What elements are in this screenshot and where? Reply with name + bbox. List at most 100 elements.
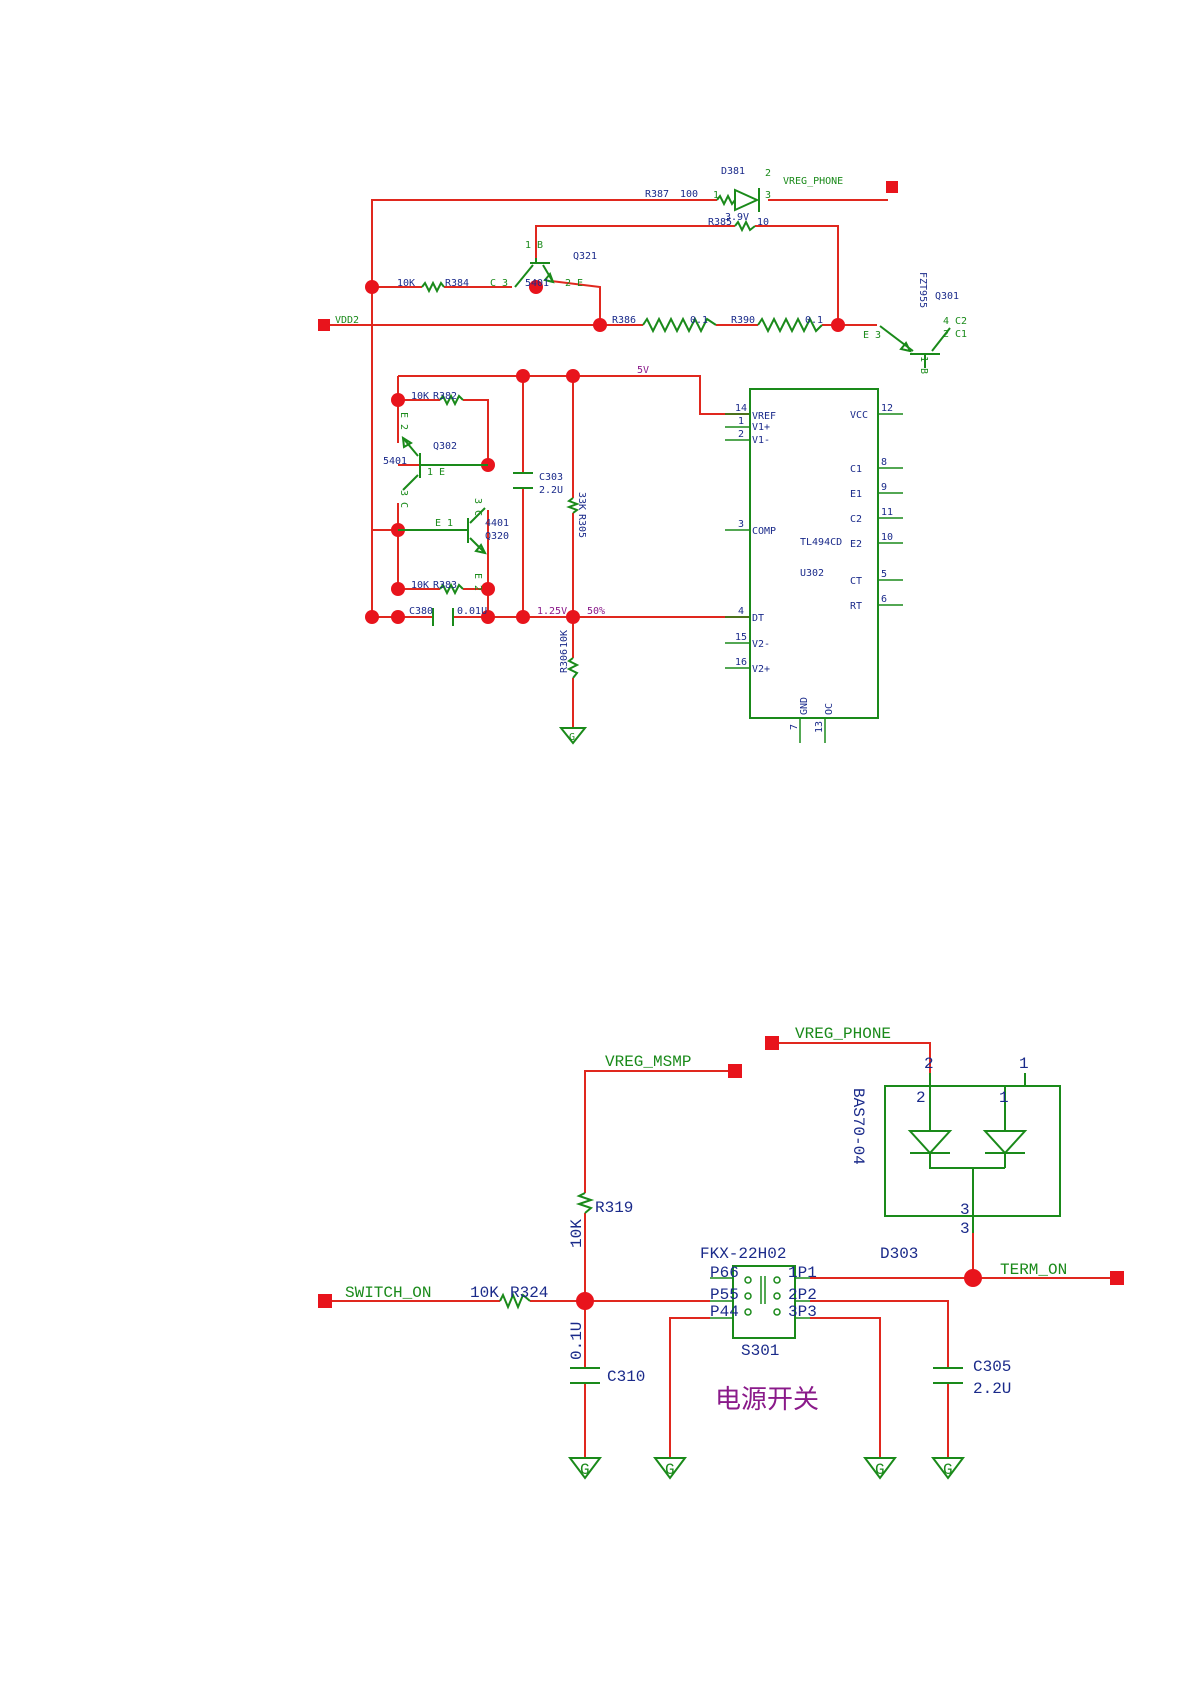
r319-value: 10K bbox=[568, 1219, 586, 1248]
pin-4-name: DT bbox=[752, 613, 764, 624]
r383-symbol bbox=[439, 582, 464, 596]
r306-value: 10K bbox=[559, 630, 570, 648]
schematic-2-canvas: VREG_PHONE VREG_MSMP SWITCH_ON TERM_ON B… bbox=[318, 1025, 1124, 1480]
r384-ref: R384 bbox=[445, 278, 469, 289]
pin-12-num: 12 bbox=[881, 403, 893, 414]
r390-value: 0.1 bbox=[805, 315, 823, 326]
pin-8-name: C1 bbox=[850, 464, 862, 475]
r386-ref: R386 bbox=[612, 315, 636, 326]
r387-ref: R387 bbox=[645, 189, 669, 200]
r385-symbol bbox=[734, 219, 756, 233]
vreg-msmp-label: VREG_MSMP bbox=[605, 1053, 691, 1071]
r305-ref: R305 bbox=[576, 514, 587, 538]
schematic-1-canvas: VDD2 VREG_PHONE D381 3.9V 1 3 2 R387 100… bbox=[318, 166, 967, 745]
q320-ref: Q320 bbox=[485, 531, 509, 542]
r383-value: 10K bbox=[411, 580, 429, 591]
pin-3-num: 3 bbox=[738, 519, 744, 530]
q301-symbol bbox=[879, 325, 951, 368]
vreg-msmp-port[interactable] bbox=[728, 1064, 742, 1078]
switch-on-label: SWITCH_ON bbox=[345, 1284, 431, 1302]
r387-value: 100 bbox=[680, 189, 698, 200]
u302-ic bbox=[725, 388, 903, 743]
pin-10-name: E2 bbox=[850, 539, 862, 550]
q321-symbol bbox=[514, 258, 555, 288]
c303-ref: C303 bbox=[539, 472, 563, 483]
term-on-port[interactable] bbox=[1110, 1271, 1124, 1285]
vreg-phone-port-2[interactable] bbox=[765, 1036, 779, 1050]
d303-ref: D303 bbox=[880, 1245, 918, 1263]
c310-ref: C310 bbox=[607, 1368, 645, 1386]
q302-pin-c: 3 C bbox=[398, 490, 409, 508]
q301-pin-c1: 2 C1 bbox=[943, 329, 967, 340]
pin-13-name: OC bbox=[824, 703, 835, 715]
pin-3-name: COMP bbox=[752, 526, 776, 537]
d303-symbol bbox=[884, 1073, 1061, 1233]
power-switch-caption: 电源开关 bbox=[715, 1385, 819, 1415]
r382-value: 10K bbox=[411, 391, 429, 402]
c305-value: 2.2U bbox=[973, 1380, 1011, 1398]
c305-symbol bbox=[933, 1367, 963, 1384]
pin-2-name: V1- bbox=[752, 435, 770, 446]
s301-ref: S301 bbox=[741, 1342, 779, 1360]
pin-15-num: 15 bbox=[735, 632, 747, 643]
r319-ref: R319 bbox=[595, 1199, 633, 1217]
s301-pin-1p1: 1P1 bbox=[788, 1264, 817, 1282]
schematic-1: VDD2 VREG_PHONE D381 3.9V 1 3 2 R387 100… bbox=[318, 166, 1045, 808]
vdd2-port[interactable] bbox=[318, 319, 330, 331]
vreg-phone-label: VREG_PHONE bbox=[783, 176, 843, 187]
q320-pin-e: E 1 bbox=[435, 518, 453, 529]
d303-pin3-outer: 3 bbox=[960, 1220, 970, 1238]
pin-16-name: V2+ bbox=[752, 664, 770, 675]
pin-11-num: 11 bbox=[881, 507, 893, 518]
q321-part: 5401 bbox=[525, 278, 549, 289]
r386-symbol bbox=[642, 316, 717, 334]
u302-ref: U302 bbox=[800, 568, 824, 579]
pin-4-num: 4 bbox=[738, 606, 744, 617]
d303-pin2-top: 2 bbox=[924, 1055, 934, 1073]
vreg-phone-port[interactable] bbox=[886, 181, 898, 193]
net-5v: 5V bbox=[637, 365, 649, 376]
c380-ref: C380 bbox=[409, 606, 433, 617]
pin-9-name: E1 bbox=[850, 489, 862, 500]
c303-value: 2.2U bbox=[539, 485, 563, 496]
q301-pin-c2: 4 C2 bbox=[943, 316, 967, 327]
pin-10-num: 10 bbox=[881, 532, 893, 543]
d303-pin3-inner: 3 bbox=[960, 1201, 970, 1219]
pin-6-num: 6 bbox=[881, 594, 887, 605]
s301-pin-p55: P55 bbox=[710, 1286, 739, 1304]
r390-symbol bbox=[757, 316, 823, 334]
q321-pin1: 1 B bbox=[525, 240, 543, 251]
r390-ref: R390 bbox=[731, 315, 755, 326]
q301-pin-b: 1 B bbox=[918, 356, 929, 374]
r319-symbol bbox=[575, 1192, 595, 1214]
ground-symbols bbox=[568, 1457, 965, 1480]
d303-pin2-inner: 2 bbox=[916, 1089, 926, 1107]
q302-symbol bbox=[401, 436, 488, 491]
pin-5-num: 5 bbox=[881, 569, 887, 580]
r306-symbol bbox=[566, 657, 580, 679]
q301-ref: Q301 bbox=[935, 291, 959, 302]
s301-pin-2p2: 2P2 bbox=[788, 1286, 817, 1304]
switch-on-port[interactable] bbox=[318, 1294, 332, 1308]
pin-9-num: 9 bbox=[881, 482, 887, 493]
s301-pin-p44: P44 bbox=[710, 1303, 739, 1321]
q321-pin3: C 3 bbox=[490, 278, 508, 289]
junction-switch bbox=[576, 1292, 594, 1310]
r324-ref: R324 bbox=[510, 1284, 548, 1302]
r305-value: 33K bbox=[576, 492, 587, 510]
r385-ref: R385 bbox=[708, 217, 732, 228]
pin-16-num: 16 bbox=[735, 657, 747, 668]
r387-symbol bbox=[716, 193, 736, 207]
gnd-label-1: G bbox=[580, 1461, 590, 1479]
junction-term bbox=[964, 1269, 982, 1287]
pin-12-name: VCC bbox=[850, 410, 868, 421]
d381-ref: D381 bbox=[721, 166, 745, 177]
pin-15-name: V2- bbox=[752, 639, 770, 650]
u302-part: TL494CD bbox=[800, 537, 842, 548]
c380-value: 0.01U bbox=[457, 606, 487, 617]
r382-symbol bbox=[439, 393, 464, 407]
r384-value: 10K bbox=[397, 278, 415, 289]
q301-part: FZT955 bbox=[917, 272, 928, 308]
d303-pin1-top: 1 bbox=[1019, 1055, 1029, 1073]
r382-ref: R382 bbox=[433, 391, 457, 402]
